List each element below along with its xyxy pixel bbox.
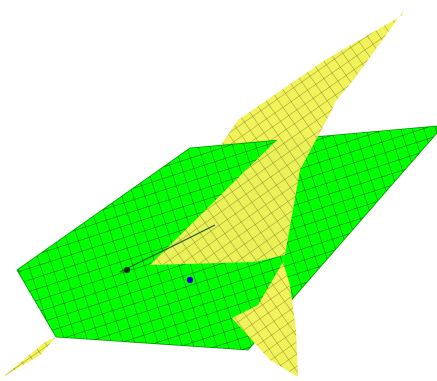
intersection-line (119, 224, 216, 273)
singular-point-marker (123, 266, 131, 274)
curved-surface-front (3, 78, 345, 377)
point-marker (186, 276, 194, 284)
